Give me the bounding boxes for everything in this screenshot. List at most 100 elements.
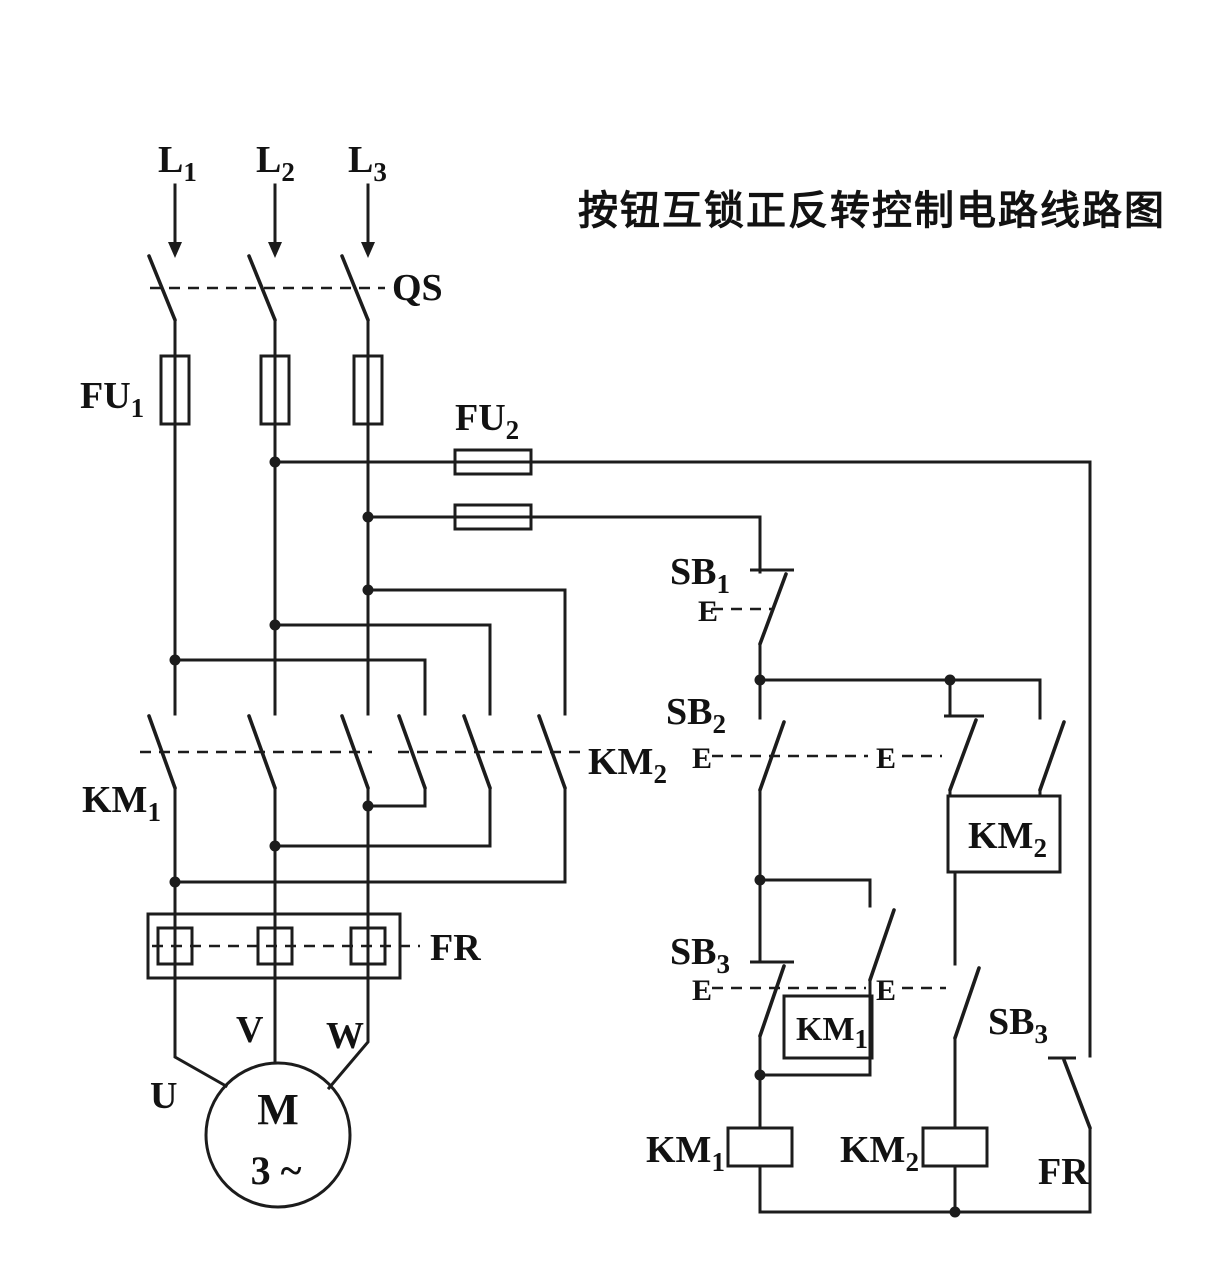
qs-blade-2 (247, 254, 277, 322)
phase-l2-arrow-icon (268, 242, 282, 258)
fu2-fuse-1 (453, 448, 533, 476)
phase-l3-arrow-icon (361, 242, 375, 258)
main-phase-wires (173, 318, 370, 716)
junction-dot (949, 1206, 961, 1218)
junction-dot (754, 674, 766, 686)
km1-main-contacts: KM1 (82, 714, 372, 827)
junction-dot (169, 654, 181, 666)
km1-aux-top-wire (758, 878, 872, 908)
sb2-nc-contact-blade (948, 718, 978, 792)
sb3-reverse-button: SB3 E E SB3 (670, 931, 1048, 1130)
km1-coil (726, 1126, 794, 1168)
terminal-v-label: V (236, 1009, 264, 1051)
sb2-label: SB2 (666, 691, 726, 739)
km1-coil-label: KM1 (646, 1129, 725, 1177)
diagram-title: 按钮互锁正反转控制电路线路图 (578, 189, 1166, 233)
power-supply-leads: L1 L2 L3 (158, 139, 387, 258)
sb1-contact-blade (758, 572, 788, 646)
fu2-control-fuses: FU2 (273, 397, 1092, 1058)
fr-control-label: FR (1038, 1151, 1089, 1193)
junction-dot (269, 619, 281, 631)
qs-disconnect-switch: QS (147, 254, 443, 322)
junction-dot (269, 456, 281, 468)
motor-m-label: M (257, 1085, 299, 1134)
km2-branch-wire-3 (366, 588, 567, 716)
junction-dot (362, 584, 374, 596)
phase-lead-wires (173, 183, 370, 244)
motor-wire-w (326, 786, 370, 1091)
junction-dot (362, 800, 374, 812)
phase-l1-arrow-icon (168, 242, 182, 258)
sb3-left-label: SB3 (670, 931, 730, 979)
qs-label: QS (392, 267, 443, 309)
fu1-fuse-3 (352, 354, 384, 426)
fu1-fuse-1 (159, 354, 191, 426)
sb2-forward-button: SB2 E E (666, 678, 984, 964)
phase-l1-label: L1 (158, 139, 197, 187)
km2-coil (921, 1126, 989, 1168)
km2-main-label: KM2 (588, 741, 667, 789)
km2-aux-contact-blade (1038, 720, 1066, 792)
crossover-wire-3 (173, 786, 567, 884)
sb3-e-left-label: E (692, 974, 712, 1007)
sb1-label: SB1 (670, 551, 730, 599)
km2-branch-wire-2 (273, 623, 492, 716)
crossover-wire-2 (273, 786, 492, 848)
phase-crossover-wires (173, 786, 567, 1091)
terminal-w-label: W (326, 1015, 364, 1057)
sb3-no-contact-blade (953, 966, 981, 1040)
sb1-stop-button: SB1 E (670, 551, 794, 682)
km1-aux-contact-blade (868, 908, 896, 982)
fu1-main-fuses: FU1 (80, 354, 384, 426)
sb3-nc-contact-blade (758, 964, 786, 1038)
contactor-coils: KM1 KM2 (646, 1126, 1092, 1214)
fu2-label: FU2 (455, 397, 519, 445)
qs-blade-1 (147, 254, 177, 322)
motor-body (204, 1061, 352, 1209)
sb2-e-left-label: E (692, 742, 712, 775)
km2-branch-wires (173, 588, 567, 716)
junction-dot (944, 674, 956, 686)
junction-dot (362, 511, 374, 523)
sb2-e-mid-label: E (876, 742, 896, 775)
fu1-label: FU1 (80, 375, 144, 423)
km2-aux-label: KM2 (968, 815, 1047, 863)
km2-aux-box (946, 794, 1062, 874)
motor-phase-label: 3 ~ (251, 1148, 302, 1193)
phase-l2-label: L2 (256, 139, 295, 187)
sb2-no-contact-blade (758, 720, 786, 792)
fu2-fuse-2 (453, 503, 533, 531)
qs-blade-3 (340, 254, 370, 322)
junction-dot (169, 876, 181, 888)
sb3-right-label: SB3 (988, 1001, 1048, 1049)
fr-contact-blade (1062, 1058, 1092, 1130)
sb3-e-mid-label: E (876, 974, 896, 1007)
km2-contact-blade-1 (397, 714, 427, 790)
crossover-wire-1 (366, 786, 427, 808)
km2-branch-wire-1 (173, 658, 427, 716)
bottom-return-rail (758, 1164, 1092, 1214)
phase-l3-label: L3 (348, 139, 387, 187)
km2-coil-label: KM2 (840, 1129, 919, 1177)
motor-wire-u (173, 786, 229, 1089)
fr-main-label: FR (430, 927, 481, 969)
terminal-u-label: U (150, 1075, 177, 1117)
control-feed-wire-2 (366, 515, 762, 574)
km1-main-label: KM1 (82, 779, 161, 827)
fr-overload-relay: FR (146, 912, 481, 980)
junction-dot (754, 874, 766, 886)
control-feed-wire-1 (273, 460, 1092, 1058)
junction-dots (169, 456, 961, 1218)
fr-nc-contact: FR (1038, 1056, 1092, 1214)
junction-dot (754, 1069, 766, 1081)
km2-aux-contact: KM2 (946, 678, 1066, 966)
km1-aux-contact: KM1 (758, 878, 896, 1077)
km2-main-contacts: KM2 (397, 714, 667, 790)
three-phase-motor: M 3 ~ U V W (150, 1009, 364, 1209)
fu1-fuse-2 (259, 354, 291, 426)
sb1-e-label: E (698, 595, 718, 628)
km1-aux-label: KM1 (796, 1011, 868, 1054)
km1-aux-box (782, 994, 874, 1060)
